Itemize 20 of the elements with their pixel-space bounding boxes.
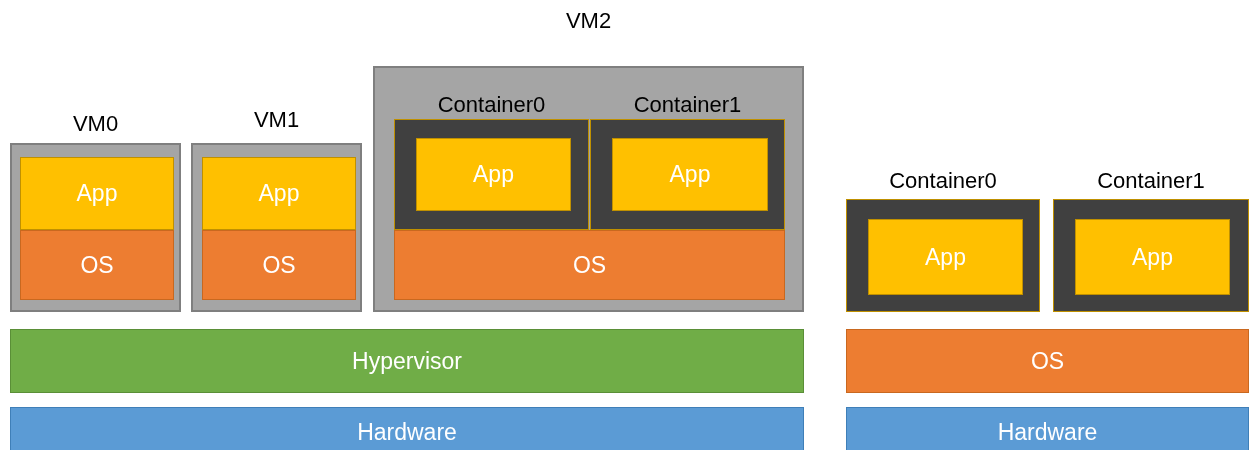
app-box: App <box>202 157 356 230</box>
os-box: OS <box>394 230 785 300</box>
container-label: Container1 <box>633 92 742 118</box>
hardware-box: Hardware <box>10 407 804 450</box>
app-box: App <box>1075 219 1230 295</box>
os-box: OS <box>202 230 356 300</box>
os-box: OS <box>20 230 174 300</box>
app-box: App <box>20 157 174 230</box>
app-box: App <box>416 138 571 211</box>
vm-label: VM0 <box>72 111 119 137</box>
hardware-box: Hardware <box>846 407 1249 450</box>
app-box: App <box>612 138 768 211</box>
app-box: App <box>868 219 1023 295</box>
hypervisor-box: Hypervisor <box>10 329 804 393</box>
vm-label: VM1 <box>253 107 300 133</box>
vm-label: VM2 <box>565 8 612 34</box>
container-label: Container1 <box>1097 168 1205 194</box>
container-label: Container0 <box>889 168 997 194</box>
container-label: Container0 <box>437 92 546 118</box>
os-box: OS <box>846 329 1249 393</box>
